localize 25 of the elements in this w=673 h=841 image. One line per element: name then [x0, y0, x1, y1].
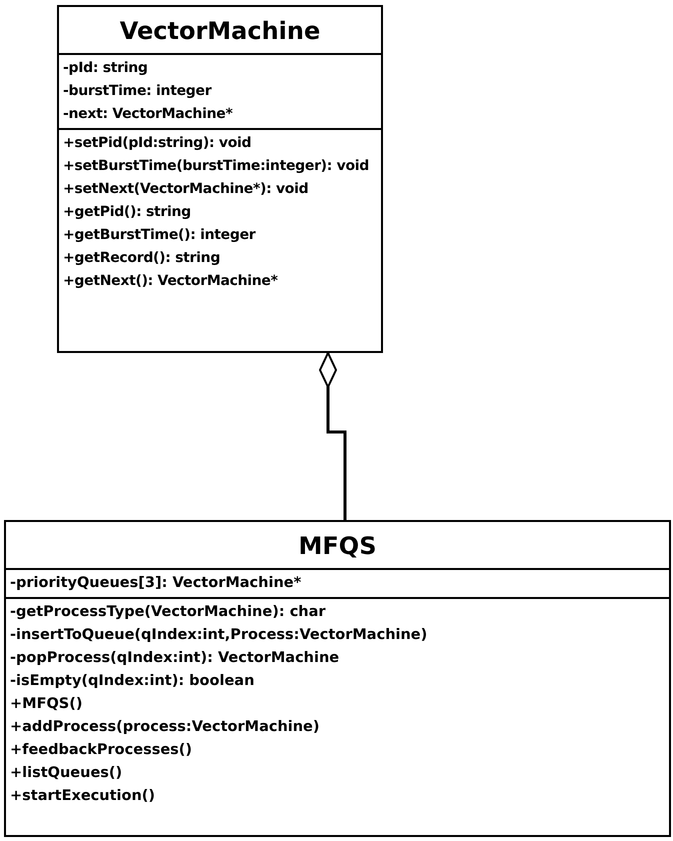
- class-method: -isEmpty(qIndex:int): boolean: [10, 672, 254, 691]
- class-method: -getProcessType(VectorMachine): char: [10, 603, 326, 622]
- class-method: +setBurstTime(burstTime:integer): void: [63, 157, 370, 176]
- class-name: MFQS: [6, 522, 669, 570]
- class-method: +startExecution(): [10, 787, 156, 806]
- class-method: +getBurstTime(): integer: [63, 226, 256, 245]
- class-method: -popProcess(qIndex:int): VectorMachine: [10, 649, 340, 668]
- class-attribute: -burstTime: integer: [63, 82, 212, 101]
- class-method: +addProcess(process:VectorMachine): [10, 718, 320, 737]
- class-method: +listQueues(): [10, 764, 122, 783]
- class-box: [57, 5, 383, 353]
- class-method: +getPid(): string: [63, 203, 191, 222]
- class-method: +getNext(): VectorMachine*: [63, 272, 278, 291]
- class-method: +getRecord(): string: [63, 249, 220, 268]
- class-attribute: -pId: string: [63, 59, 148, 78]
- class-method: +MFQS(): [10, 695, 83, 714]
- class-attribute: -priorityQueues[3]: VectorMachine*: [10, 574, 302, 593]
- class-method: -insertToQueue(qIndex:int,Process:VectorMachine): [10, 626, 428, 645]
- class-method: +feedbackProcesses(): [10, 741, 192, 760]
- class-attribute: -next: VectorMachine*: [63, 105, 232, 124]
- class-method: +setPid(pId:string): void: [63, 134, 252, 153]
- class-box: [4, 520, 671, 837]
- class-name: VectorMachine: [59, 7, 381, 55]
- class-method: +setNext(VectorMachine*): void: [63, 180, 308, 199]
- aggregation-connector: [319, 352, 346, 520]
